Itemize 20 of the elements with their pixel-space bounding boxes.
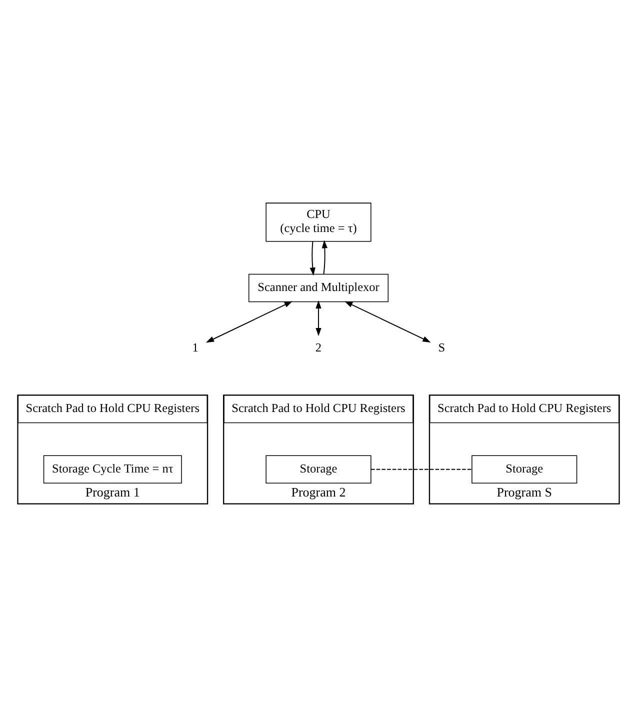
node-label: Program 2 <box>291 484 346 500</box>
node-text: 1 <box>192 340 198 354</box>
node-box: Scratch Pad to Hold CPU Registers <box>18 394 208 423</box>
connector <box>370 468 472 470</box>
node-box: Storage <box>266 454 372 484</box>
node-label: Program 1 <box>85 484 140 500</box>
node-box: Storage <box>472 454 578 484</box>
node-box: Storage Cycle Time = nτ <box>43 454 182 484</box>
node-box: Scratch Pad to Hold CPU Registers <box>429 394 620 423</box>
node-box: Scratch Pad to Hold CPU Registers <box>224 394 414 423</box>
arrow <box>344 300 431 342</box>
node-box: Scanner and Multiplexor <box>248 273 389 302</box>
node-label: Program S <box>496 484 552 500</box>
node-box: CPU (cycle time = τ) <box>266 202 372 242</box>
arrow <box>310 240 316 276</box>
node-text: S <box>438 340 446 354</box>
arrow <box>206 300 293 342</box>
arrow <box>322 240 328 274</box>
arrow <box>316 300 322 336</box>
node-text: 2 <box>315 340 322 354</box>
